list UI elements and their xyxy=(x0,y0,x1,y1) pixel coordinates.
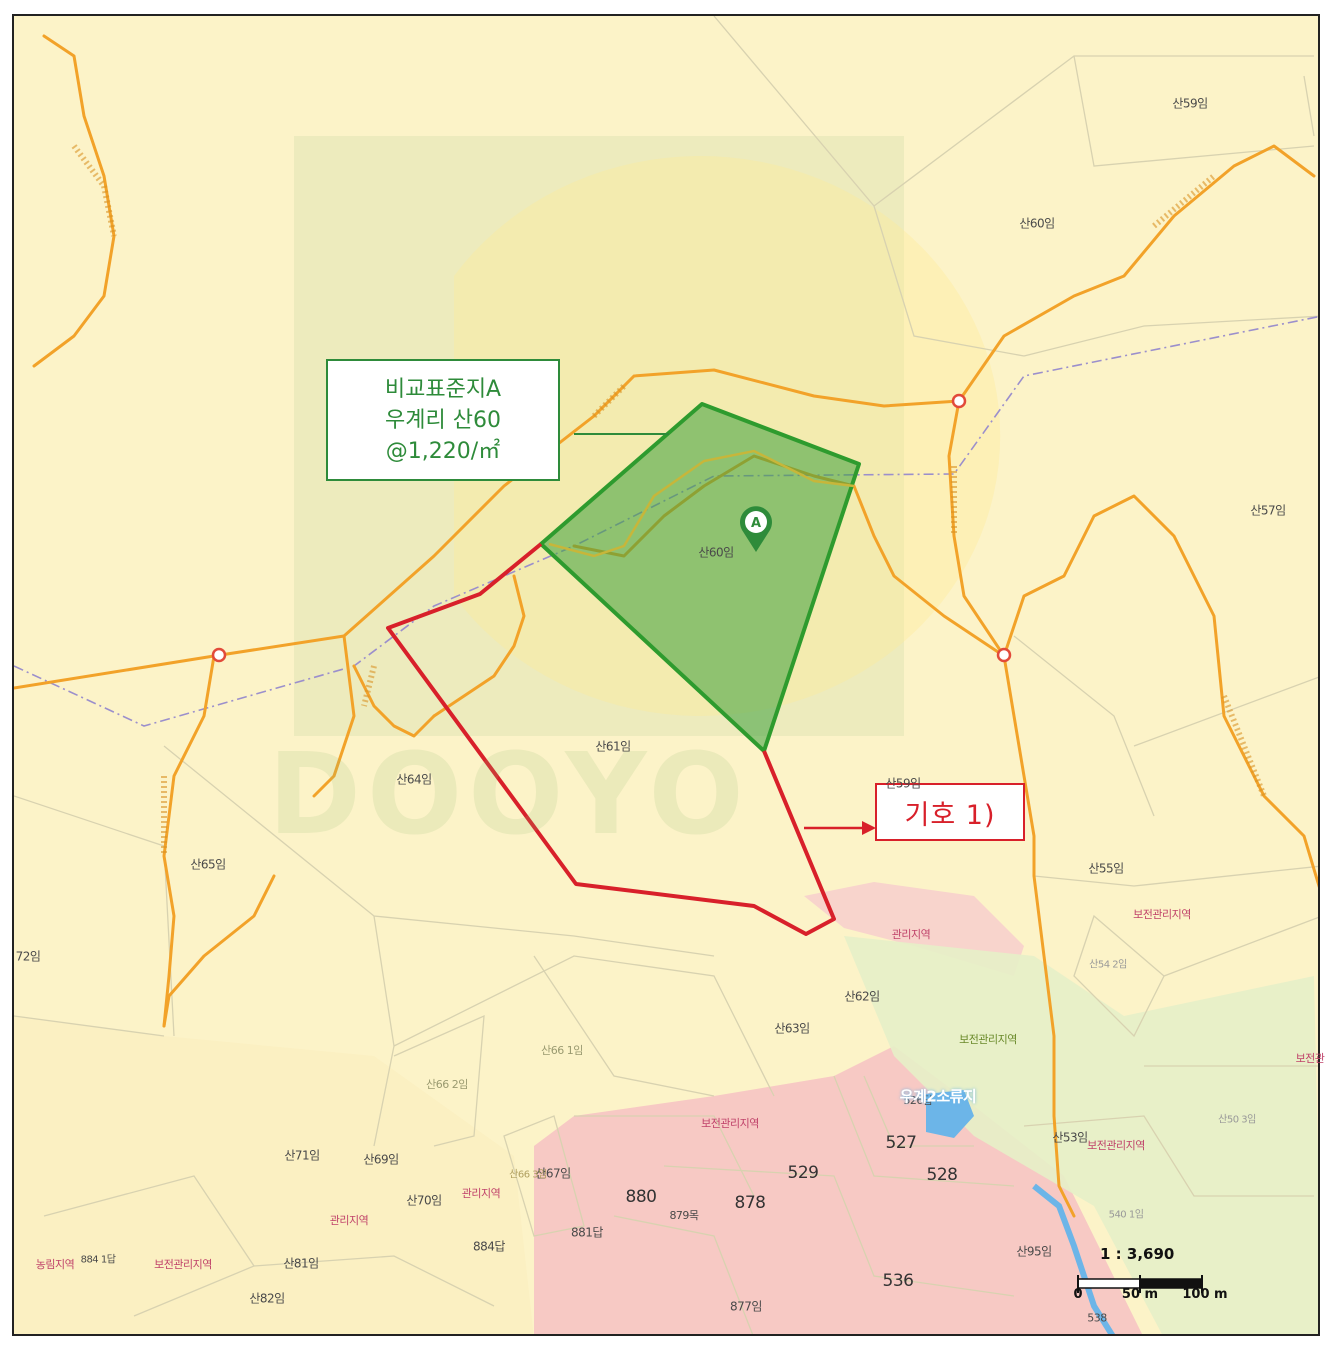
parcel-label: 산59임 xyxy=(885,776,921,791)
scale-ratio: 1 : 3,690 xyxy=(1100,1245,1175,1263)
parcel-label: 산65임 xyxy=(190,857,226,872)
parcel-label: 산64임 xyxy=(396,772,432,787)
map-frame xyxy=(12,14,1320,1336)
callout-a-price: @1,220/㎡ xyxy=(385,438,501,464)
parcel-label: 878 xyxy=(734,1193,766,1213)
subject-parcel-callout: 기호 1) xyxy=(875,783,1025,841)
parcel-label: 산60임 xyxy=(698,545,734,560)
zone-label: 관리지역 xyxy=(461,1187,501,1200)
parcel-label: 산69임 xyxy=(363,1152,399,1167)
parcel-label: 526답 xyxy=(903,1094,933,1107)
callout-a-location: 우계리 산60 xyxy=(385,407,501,433)
parcel-label: 884 1답 xyxy=(80,1254,116,1266)
parcel-label: 산95임 xyxy=(1016,1244,1052,1259)
parcel-label: 881답 xyxy=(571,1225,603,1240)
zone-label: 보전관리지역 xyxy=(959,1033,1017,1046)
marker-label: A xyxy=(751,516,761,531)
parcel-label: 879목 xyxy=(669,1209,699,1222)
callout-1-arrowhead xyxy=(862,821,876,835)
zone-label: 보전관 xyxy=(1295,1052,1325,1065)
admin-boundary xyxy=(14,315,1318,727)
conservation-area xyxy=(844,936,1318,1334)
parcel-label: 528 xyxy=(926,1165,958,1185)
road-junctions xyxy=(211,393,1012,663)
parcel-label: 산55임 xyxy=(1088,861,1124,876)
parcel-label: 산57임 xyxy=(1250,503,1286,518)
zone-label: 보전관리지역 xyxy=(1133,908,1191,921)
parcel-label: 산62임 xyxy=(844,989,880,1004)
scale-tick-label: 50 m xyxy=(1121,1287,1159,1302)
map-canvas xyxy=(14,16,1318,1334)
parcel-label: 산82임 xyxy=(249,1291,285,1306)
parcel-label: 884답 xyxy=(473,1239,505,1254)
junction-marker xyxy=(996,647,1012,663)
parcel-label: 540 1임 xyxy=(1108,1209,1144,1221)
location-pin-icon[interactable]: A xyxy=(737,502,775,554)
watermark-text: DOOYO xyxy=(268,730,750,860)
zone-label: 보전관리지역 xyxy=(154,1258,212,1271)
parcel-label: 538 xyxy=(1087,1311,1107,1325)
parcel-label: 산54 2임 xyxy=(1089,959,1127,971)
standard-land-callout: 비교표준지A 우계리 산60 @1,220/㎡ xyxy=(326,359,560,481)
reservoir-label: 우계2소류지 xyxy=(899,1087,977,1106)
zone-label: 농림지역 xyxy=(35,1258,75,1271)
zone-label: 보전관리지역 xyxy=(701,1117,759,1130)
standard-parcel-inner-road xyxy=(548,449,855,558)
parcel-label: 529 xyxy=(787,1163,819,1183)
junction-marker xyxy=(951,393,967,409)
parcel-label: 산67임 xyxy=(535,1166,571,1181)
reservoir xyxy=(926,1090,974,1138)
parcel-label: 산71임 xyxy=(284,1148,320,1163)
parcel-label: 877임 xyxy=(730,1299,762,1314)
subject-parcel-1 xyxy=(386,542,836,936)
zone-label: 관리지역 xyxy=(891,928,931,941)
parcel-label: 880 xyxy=(625,1187,657,1207)
scale-bar xyxy=(1077,1275,1203,1293)
parcel-label: 72임 xyxy=(15,949,41,964)
parcel-label: 산61임 xyxy=(595,739,631,754)
scale-tick-label: 0 xyxy=(1073,1287,1083,1302)
parcel-label: 536 xyxy=(882,1271,914,1291)
lower-left-area xyxy=(14,1016,534,1334)
parcel-label: 산59임 xyxy=(1172,96,1208,111)
parcel-label: 527 xyxy=(885,1133,917,1153)
village-area xyxy=(534,1046,1143,1334)
parcel-label: 산53임 xyxy=(1052,1130,1088,1145)
road-edge-texture xyxy=(71,144,1267,856)
scale-tick-label: 100 m xyxy=(1182,1287,1228,1302)
parcel-label: 산70임 xyxy=(406,1193,442,1208)
zone-label: 보전관리지역 xyxy=(1087,1139,1145,1152)
parcel-label: 산60임 xyxy=(1019,216,1055,231)
parcel-label: 산66 2임 xyxy=(426,1078,468,1091)
parcel-label: 산66 3임 xyxy=(509,1169,547,1181)
parcel-label: 산81임 xyxy=(283,1256,319,1271)
parcel-label: 산50 3임 xyxy=(1218,1114,1256,1126)
junction-marker xyxy=(211,647,227,663)
stream xyxy=(1032,1183,1116,1334)
parcel-label: 산66 1임 xyxy=(541,1044,583,1057)
zone-label: 관리지역 xyxy=(329,1214,369,1227)
callout-a-name: 비교표준지A xyxy=(384,376,502,402)
parcel-label: 산63임 xyxy=(774,1021,810,1036)
